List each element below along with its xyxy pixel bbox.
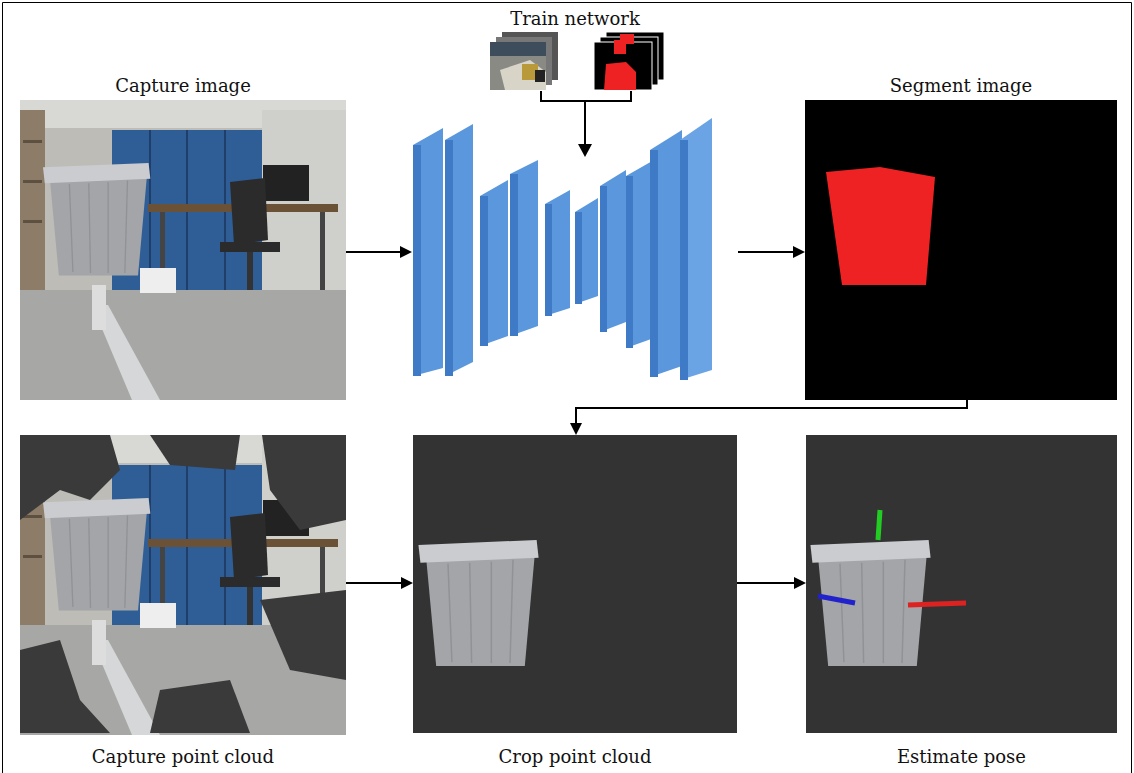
pipeline-step: Capture image [20,75,346,400]
pipeline-step: Estimate pose [806,435,1117,768]
pipeline-step: Train network [412,8,738,378]
segmentation-mask [805,100,1117,400]
frame [3,2,1132,3]
cropped-cloud [413,435,737,733]
pipeline-step: Capture point cloud [20,435,346,768]
mask-region [826,167,935,285]
flow-arrow [737,582,796,584]
step-title: Train network [412,8,738,30]
pipeline-step: Crop point cloud [413,435,737,768]
step-title: Capture image [20,75,346,97]
step-title: Segment image [805,75,1117,97]
pose-view [806,435,1117,733]
flow-arrow [738,251,795,253]
training-masks [594,32,664,90]
pipeline-step: Segment image [805,75,1117,400]
arrow-head [570,423,582,435]
arrow-head [400,246,412,258]
point-cloud [20,435,346,735]
training-images [490,32,558,90]
arrow-head [793,246,805,258]
pose-axis [908,603,966,605]
pose-axis [878,510,880,540]
arrow-head [401,577,413,589]
network-layers [413,118,712,380]
flow-arrow [346,582,403,584]
pose-axis [818,596,855,603]
camera-photo [20,100,346,400]
basket-points [418,540,538,666]
step-title: Estimate pose [806,746,1117,768]
frame [2,3,3,773]
step-title: Crop point cloud [413,746,737,768]
flow-arrow [576,400,967,425]
training-bracket [541,91,631,157]
arrow-head [794,577,806,589]
flow-arrow [346,251,402,253]
frame [1131,3,1132,773]
step-title: Capture point cloud [20,746,346,768]
